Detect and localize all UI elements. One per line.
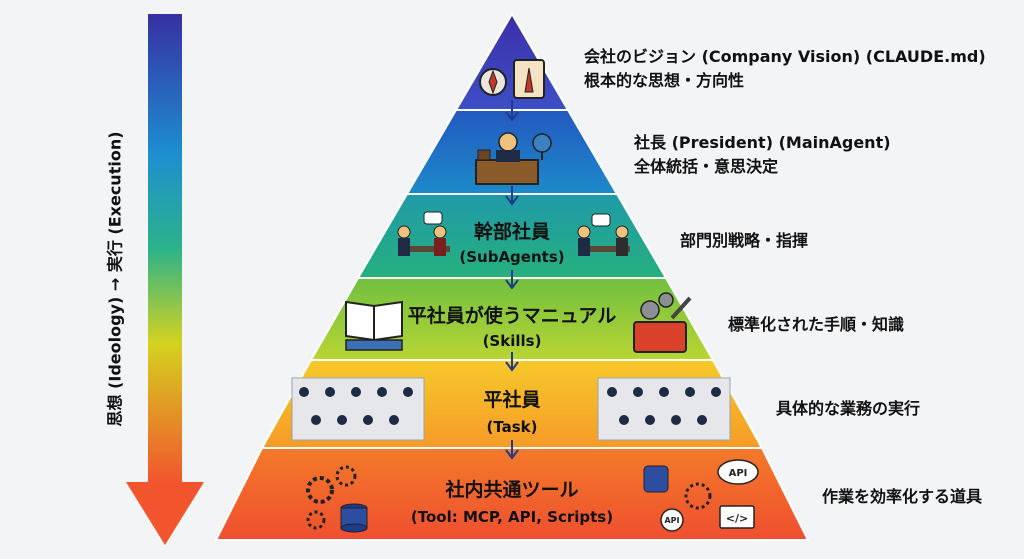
layer-5-subtitle: (Task)	[486, 418, 537, 436]
layer-3-side-line1: 部門別戦略・指揮	[680, 231, 808, 250]
axis-label: 思想 (Ideology) → 実行 (Execution)	[106, 131, 125, 426]
layer-4-side-line1: 標準化された手順・知識	[728, 315, 904, 334]
api-top-label: API	[729, 468, 748, 479]
globe-icon	[532, 133, 552, 160]
layer-3-subtitle: (SubAgents)	[459, 248, 564, 266]
layer-6-subtitle: (Tool: MCP, API, Scripts)	[411, 508, 613, 526]
layer-6-title: 社内共通ツール	[444, 478, 578, 501]
layer-connectors	[505, 100, 519, 460]
president-desk-icon	[475, 132, 539, 185]
layer-1-vision	[454, 12, 570, 111]
meeting-right-icon	[577, 213, 630, 256]
gears-database-icon	[306, 465, 368, 533]
layer-4-title: 平社員が使うマニュアル	[408, 304, 616, 327]
layer-3-title: 幹部社員	[474, 220, 550, 243]
layer-5-side-line1: 具体的な業務の実行	[776, 399, 920, 418]
api-network-icon: API API </>	[643, 459, 759, 532]
layer-2-side-line2: 全体統括・意思決定	[633, 157, 778, 176]
layer-1-side-line2: 根本的な思想・方向性	[584, 71, 744, 90]
layer-4-subtitle: (Skills)	[483, 332, 542, 350]
layer-1-side-line1: 会社のビジョン (Company Vision) (CLAUDE.md)	[584, 47, 986, 66]
layer-2-side-line1: 社長 (President) (MainAgent)	[633, 133, 891, 152]
lighthouse-scroll-icon	[513, 59, 545, 99]
code-label: </>	[726, 512, 748, 525]
layer-6-side-line1: 作業を効率化する道具	[822, 487, 982, 506]
meeting-left-icon	[397, 211, 450, 256]
office-workers-right-icon	[597, 377, 731, 441]
api-bottom-label: API	[664, 516, 679, 525]
office-workers-left-icon	[291, 377, 425, 441]
manual-book-icon	[345, 300, 403, 351]
toolbox-icon	[633, 292, 692, 353]
layer-5-title: 平社員	[483, 388, 540, 411]
ideology-execution-arrow	[126, 14, 204, 545]
compass-icon	[479, 68, 507, 96]
